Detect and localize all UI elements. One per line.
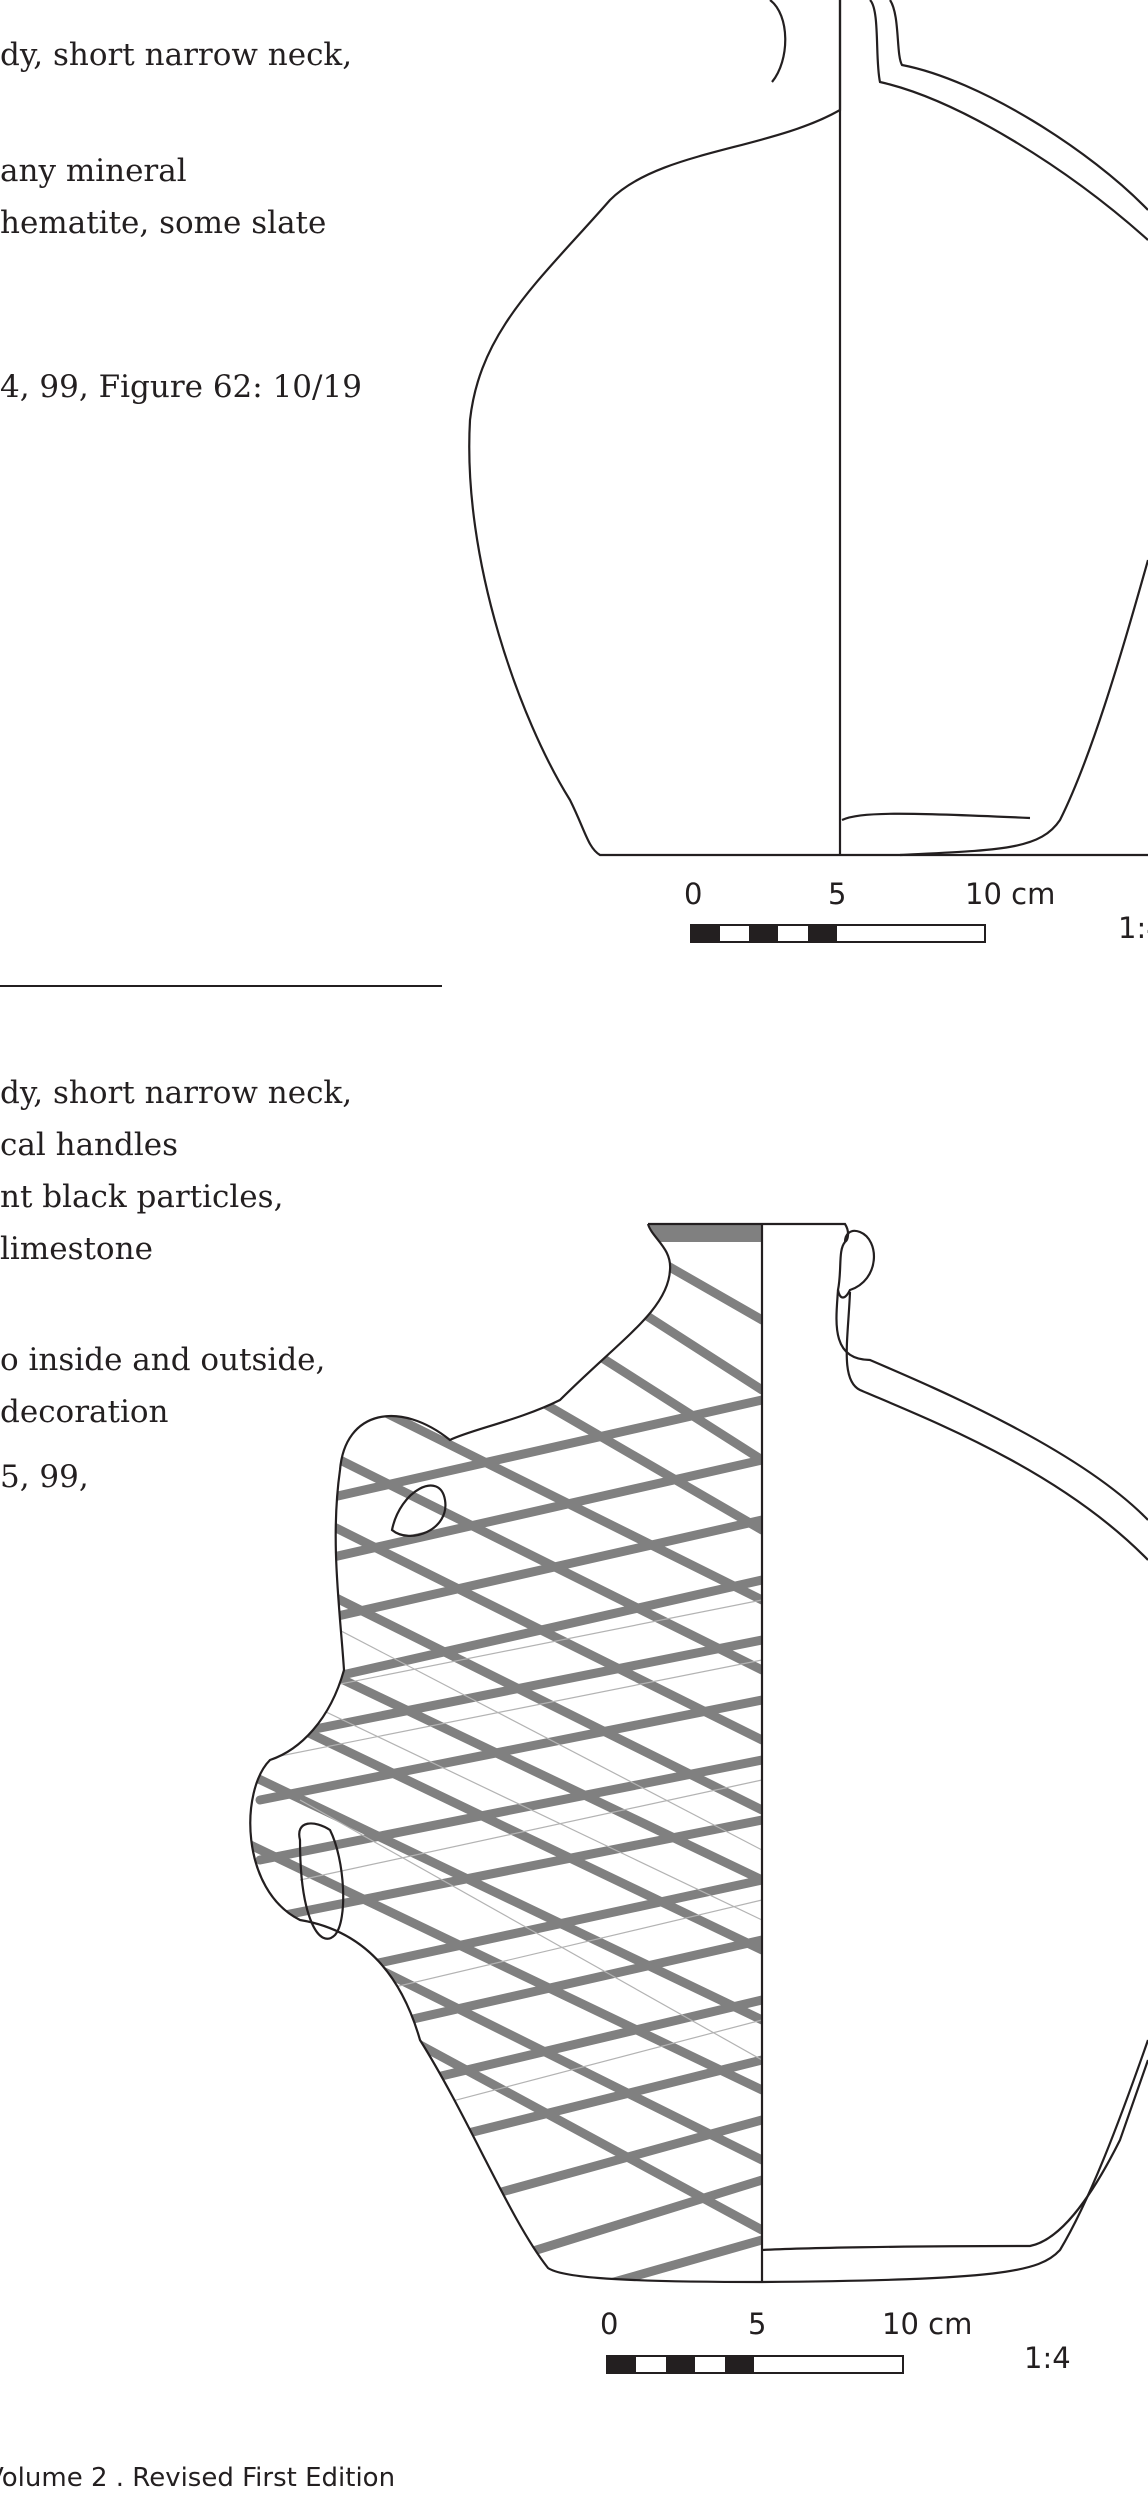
entry2-line-6: decoration: [0, 1394, 169, 1430]
entry2-line-5: o inside and outside,: [0, 1342, 326, 1378]
entry2-line-7: 5, 99,: [0, 1459, 89, 1495]
scale1-tick-5: 5: [828, 877, 847, 911]
scale1-tick-10: 10 cm: [965, 877, 1056, 911]
vessel-1-neck-right: [869, 0, 1148, 241]
vessel-1-inner-wall: [889, 0, 1148, 211]
scale2-tick-5: 5: [748, 2307, 767, 2341]
scale2-ratio: 1:4: [1024, 2341, 1071, 2375]
entry1-line-1: dy, short narrow neck,: [0, 37, 353, 73]
entry1-line-4: 4, 99, Figure 62: 10/19: [0, 369, 362, 405]
vessel-2-left-profile: [249, 1223, 763, 2284]
vessel-2-handle-hole-lower: [298, 1822, 345, 1940]
vessel-2-right-handle: [836, 1229, 875, 1299]
scale2-tick-10: 10 cm: [882, 2307, 973, 2341]
scale1-tick-0: 0: [684, 877, 703, 911]
vessel-2-right-inner: [835, 1289, 1148, 1521]
vessel-2-handle-hole-upper: [390, 1484, 447, 1537]
vessel-2-inner-base: [761, 2059, 1148, 2252]
vessel-1-neck-left: [769, 0, 787, 83]
scale2-tick-0: 0: [600, 2307, 619, 2341]
vessel-1-inner-right: [899, 559, 1148, 857]
entry2-line-1: dy, short narrow neck,: [0, 1075, 353, 1111]
entry2-line-3: nt black particles,: [0, 1179, 284, 1215]
vessel-1-inner-base: [841, 812, 1031, 822]
page-footer: Volume 2 . Revised First Edition: [0, 2463, 396, 2493]
vessel-2-right-outer: [845, 1291, 1148, 1561]
vessel-1-outer-profile: [468, 0, 1148, 857]
entry2-line-2: cal handles: [0, 1127, 179, 1163]
entry2-line-4: limestone: [0, 1231, 153, 1267]
entry-separator: [0, 985, 442, 987]
entry1-line-2: any mineral: [0, 153, 187, 189]
vessel-2-right-lower: [761, 2039, 1148, 2284]
entry1-line-3: hematite, some slate: [0, 205, 327, 241]
scale1-ratio: 1:4: [1118, 911, 1148, 945]
